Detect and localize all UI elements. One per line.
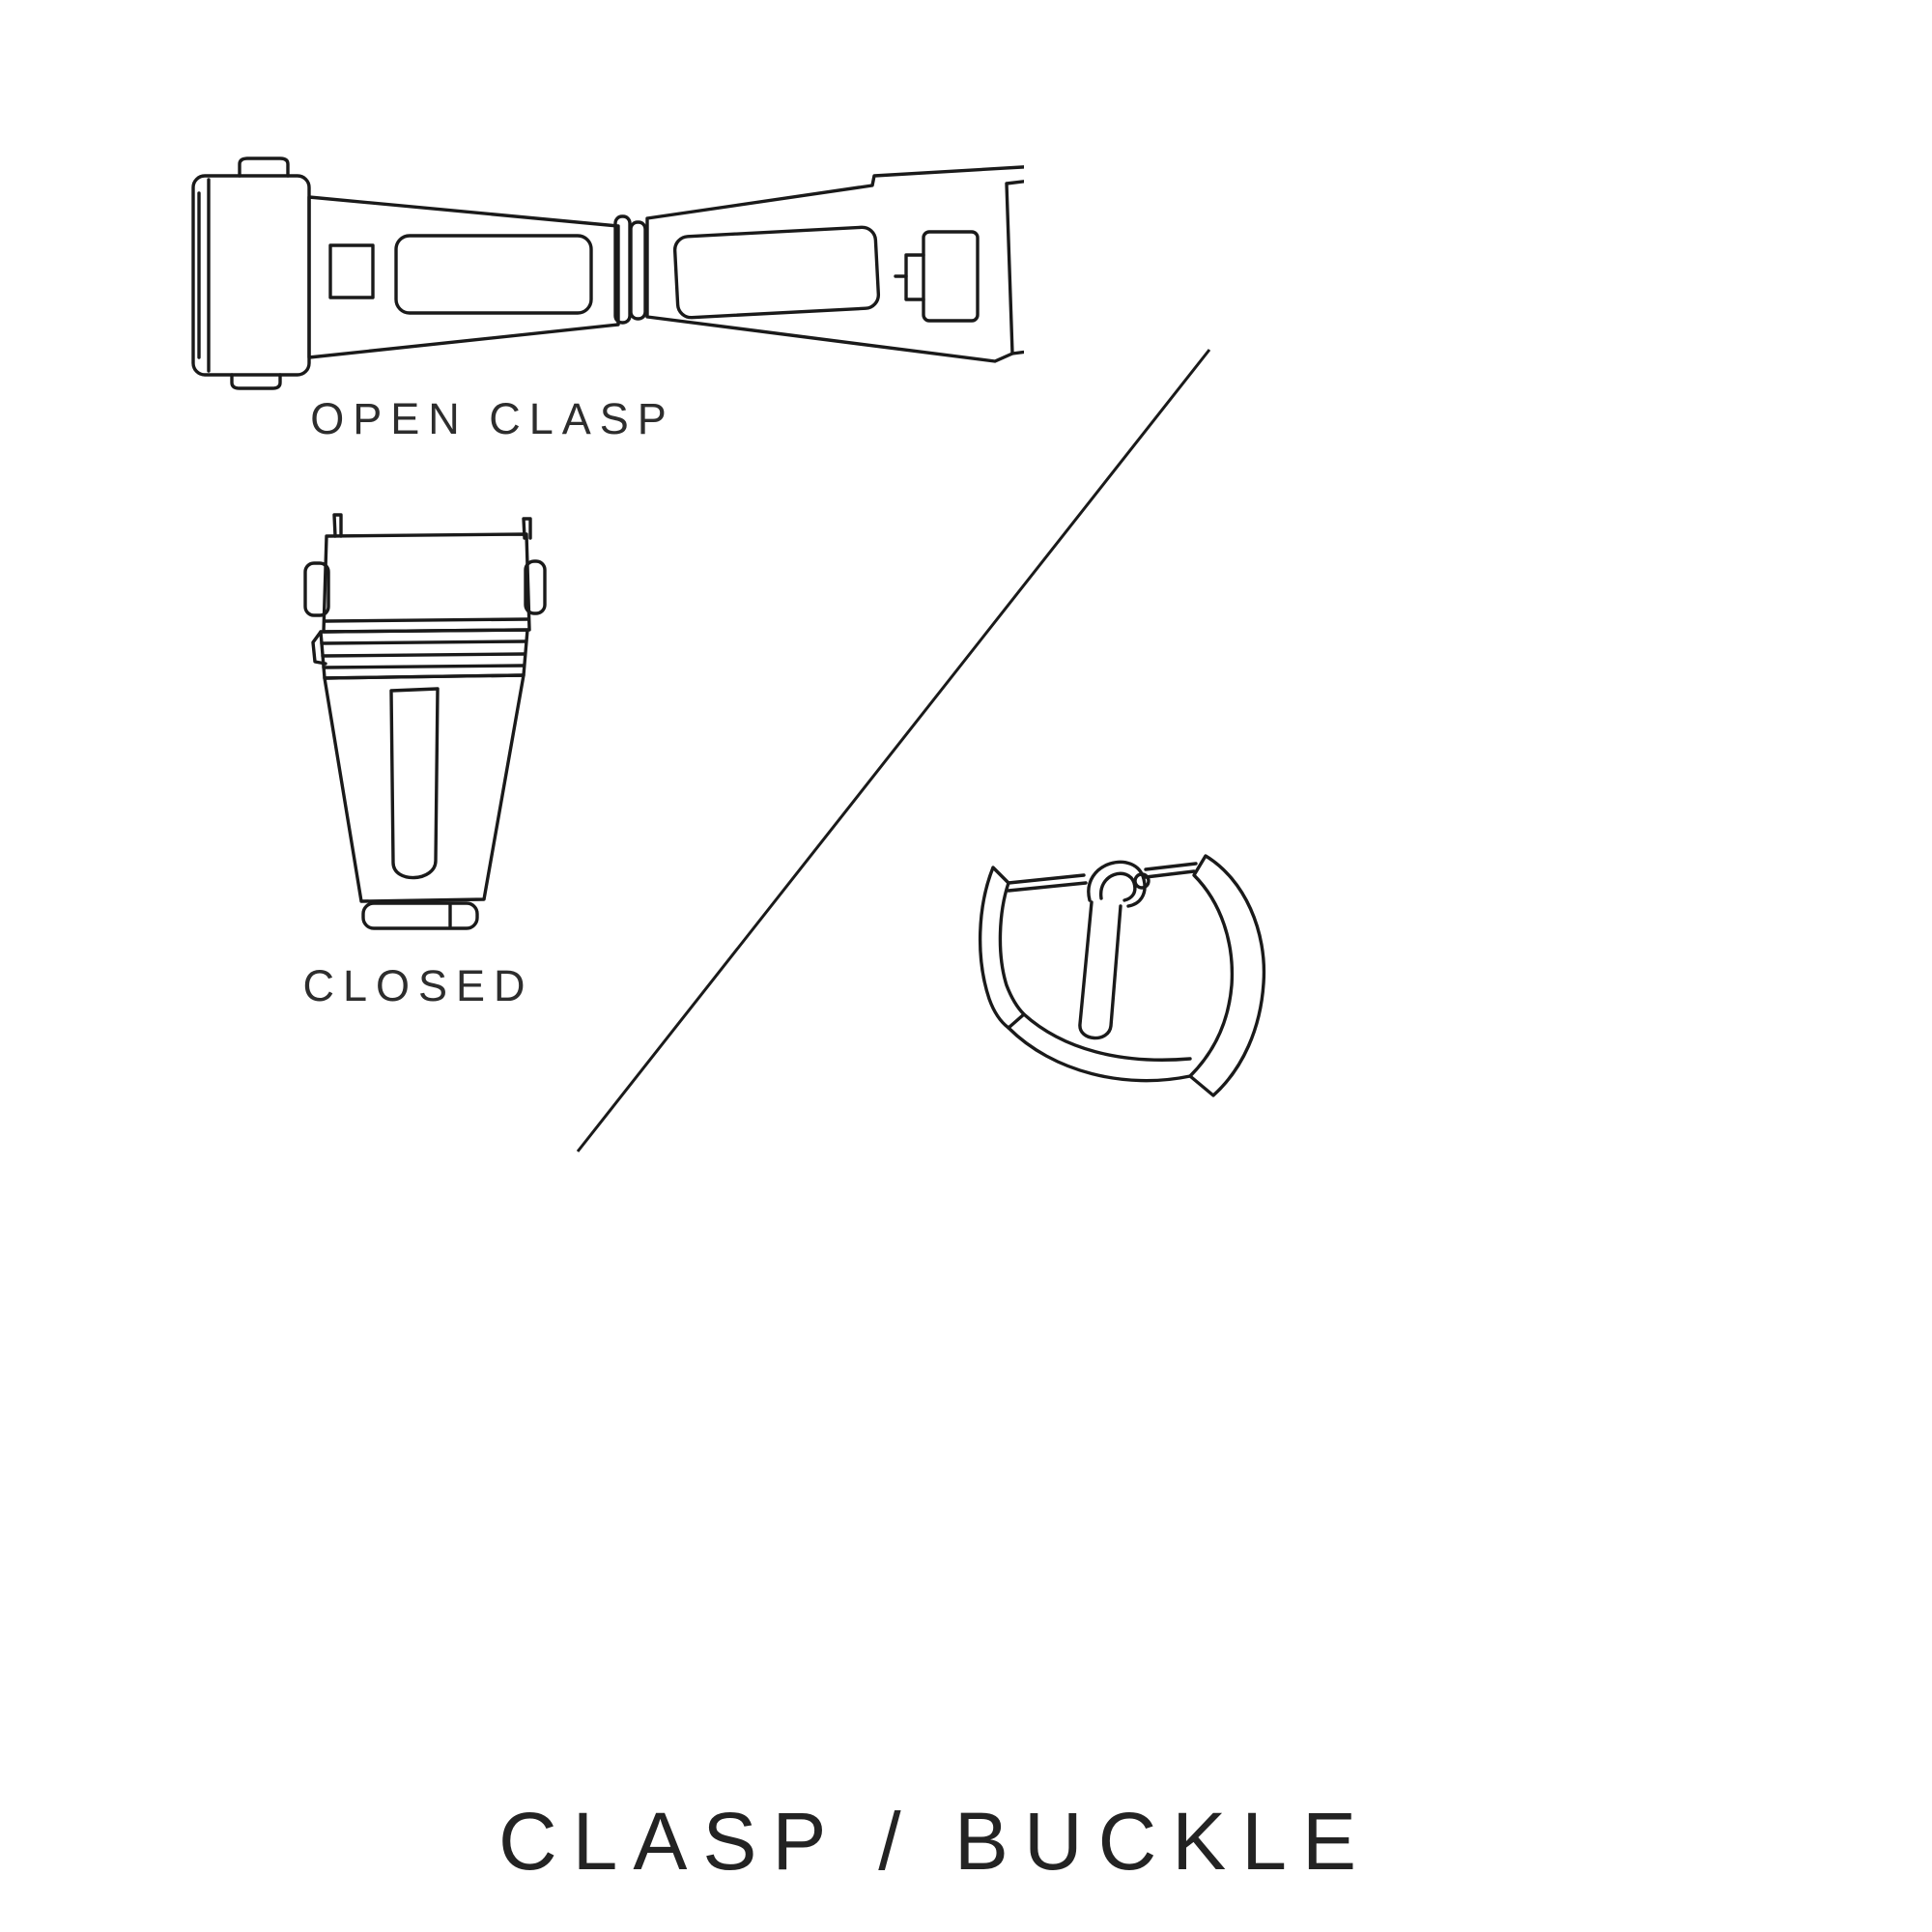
pin-buckle-illustration [978, 854, 1266, 1097]
closed-clasp-figure: CLOSED [290, 507, 560, 1010]
open-clasp-illustration [191, 156, 1024, 390]
closed-clasp-label: CLOSED [302, 961, 534, 1010]
open-clasp-label: OPEN CLASP [310, 394, 675, 443]
open-clasp-figure: OPEN CLASP [164, 135, 1024, 443]
diagram-title: CLASP / BUCKLE [497, 1796, 1373, 1887]
pin-buckle-figure [956, 840, 1285, 1121]
closed-clasp-illustration [303, 513, 547, 930]
